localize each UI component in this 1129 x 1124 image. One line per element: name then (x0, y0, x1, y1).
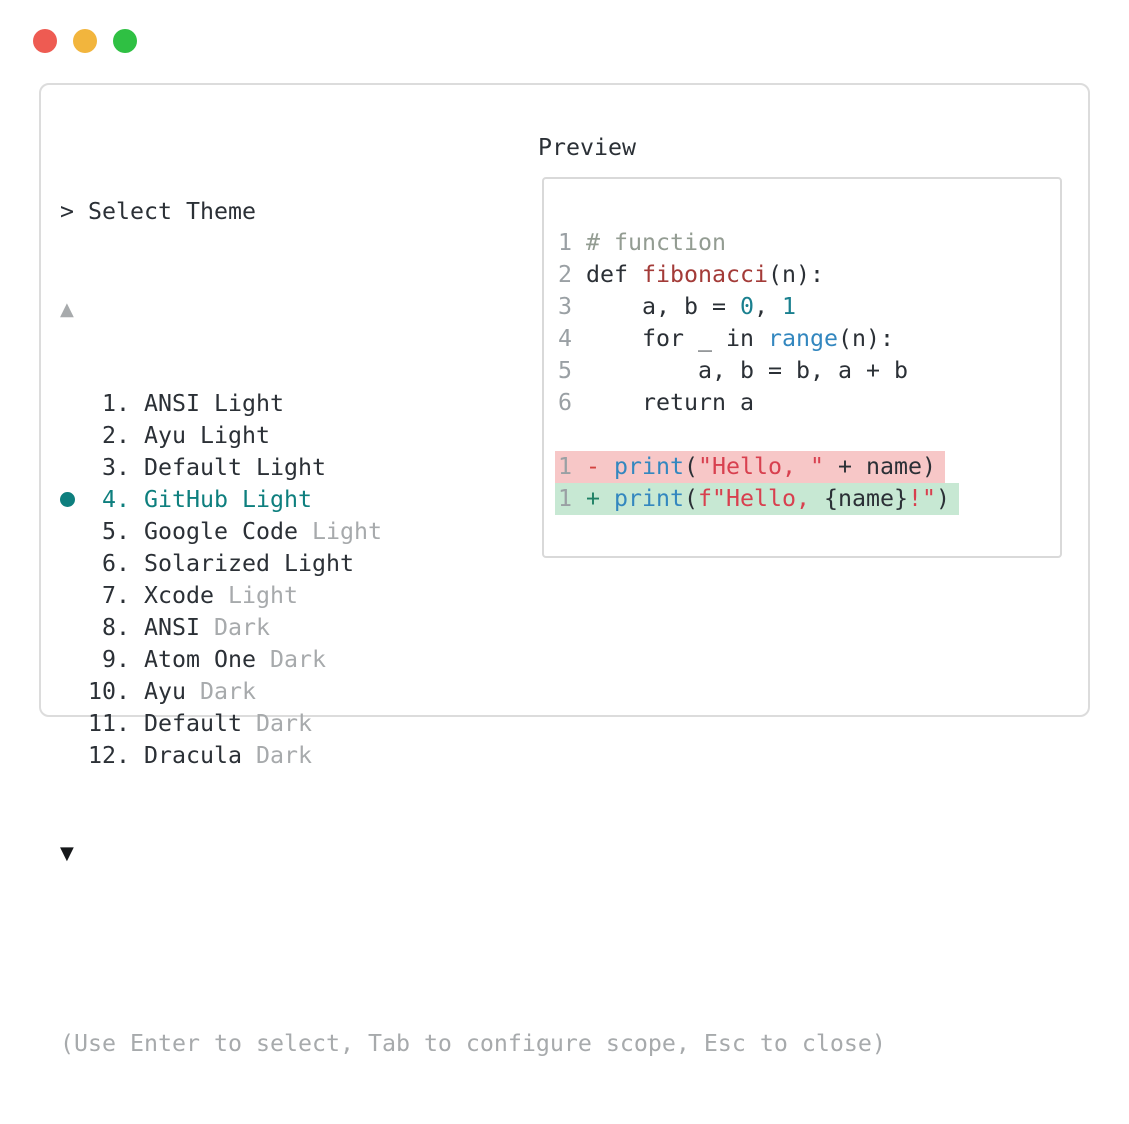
page-title: Select Theme (88, 198, 256, 225)
close-button-icon[interactable] (33, 29, 57, 53)
theme-option[interactable]: 3. Default Light (60, 452, 886, 484)
prompt-line: > Select Theme (60, 196, 886, 228)
line-number: 1 (558, 453, 586, 480)
line-number: 1 (558, 485, 586, 512)
code-preview: 1 # function 2 def fibonacci(n): 3 a, b = … (544, 179, 1060, 515)
diff-added-line: 1 + print(f"Hello, {name}!") (555, 483, 1060, 515)
spacer-row (60, 932, 886, 964)
theme-option[interactable]: 8. ANSI Dark (60, 612, 886, 644)
theme-variant: Dark (255, 646, 326, 673)
zoom-button-icon[interactable] (113, 29, 137, 53)
theme-number: 2. (102, 422, 130, 449)
theme-number: 7. (102, 582, 130, 609)
code-line: 1 # function (558, 229, 726, 256)
theme-variant: Light (214, 582, 298, 609)
theme-variant: Dark (241, 742, 312, 769)
theme-name: Default (144, 710, 242, 737)
minimize-button-icon[interactable] (73, 29, 97, 53)
theme-number: 3. (102, 454, 130, 481)
line-number: 3 (558, 293, 586, 320)
scroll-up-row: ▲ (60, 292, 886, 324)
code-line: 4 for _ in range(n): (558, 325, 894, 352)
theme-variant: Dark (241, 710, 312, 737)
theme-number: 10. (88, 678, 130, 705)
theme-name: Atom One (144, 646, 256, 673)
theme-option[interactable]: 7. Xcode Light (60, 580, 886, 612)
theme-variant: Dark (200, 614, 270, 641)
selection-gutter (60, 484, 88, 516)
theme-number: 6. (102, 550, 130, 577)
theme-name: Solarized Light (144, 550, 354, 577)
scroll-down-icon[interactable]: ▼ (60, 843, 74, 864)
line-number: 6 (558, 389, 586, 416)
scroll-down-row: ▼ (60, 836, 886, 868)
theme-name: GitHub Light (144, 486, 312, 513)
theme-option[interactable]: 6. Solarized Light (60, 548, 886, 580)
prompt-chevron-icon: > (60, 198, 74, 225)
theme-name: Ayu (144, 678, 186, 705)
app-background: > Select Theme ▲ 1. ANSI Light 2. Ayu Light 3… (33, 29, 1090, 1057)
theme-option[interactable]: 10. Ayu Dark (60, 676, 886, 708)
scroll-up-icon[interactable]: ▲ (60, 299, 74, 320)
theme-name: ANSI (144, 614, 200, 641)
line-number: 1 (558, 229, 586, 256)
theme-option[interactable]: 2. Ayu Light (60, 420, 886, 452)
selected-bullet-icon (60, 491, 75, 507)
line-number: 2 (558, 261, 586, 288)
theme-option[interactable]: 1. ANSI Light (60, 388, 886, 420)
theme-picker-window: > Select Theme ▲ 1. ANSI Light 2. Ayu Light 3… (39, 83, 1090, 1057)
theme-number: 8. (102, 614, 130, 641)
theme-option[interactable]: 9. Atom One Dark (60, 644, 886, 676)
theme-variant: Dark (186, 678, 256, 705)
code-line: 3 a, b = 0, 1 (558, 293, 796, 320)
theme-number: 1. (102, 390, 130, 417)
theme-name: Dracula (144, 742, 242, 769)
theme-option[interactable]: 11. Default Dark (60, 708, 886, 740)
code-line: 6 return a (558, 389, 754, 416)
theme-option[interactable]: 5. Google Code Light (60, 516, 886, 548)
theme-name: Google Code (144, 518, 298, 545)
code-blank-line (558, 419, 1060, 451)
theme-number: 4. (102, 486, 130, 513)
line-number: 5 (558, 357, 586, 384)
theme-option[interactable]: 4. GitHub Light (60, 484, 886, 516)
theme-option[interactable]: 12. Dracula Dark (60, 740, 886, 772)
theme-number: 12. (88, 742, 130, 769)
theme-variant: Light (297, 518, 382, 545)
theme-number: 11. (88, 710, 130, 737)
theme-name: Default Light (144, 454, 326, 481)
theme-number: 9. (102, 646, 130, 673)
diff-removed-line: 1 - print("Hello, " + name) (555, 451, 1060, 483)
theme-name: Xcode (144, 582, 214, 609)
theme-name: ANSI Light (144, 390, 284, 417)
theme-name: Ayu Light (144, 422, 270, 449)
theme-number: 5. (102, 518, 130, 545)
preview-label: Preview (538, 134, 636, 161)
line-number: 4 (558, 325, 586, 352)
preview-panel: 1 # function 2 def fibonacci(n): 3 a, b = … (542, 177, 1062, 558)
code-line: 5 a, b = b, a + b (558, 357, 908, 384)
code-line: 2 def fibonacci(n): (558, 261, 824, 288)
help-text: (Use Enter to select, Tab to configure s… (60, 1030, 886, 1057)
